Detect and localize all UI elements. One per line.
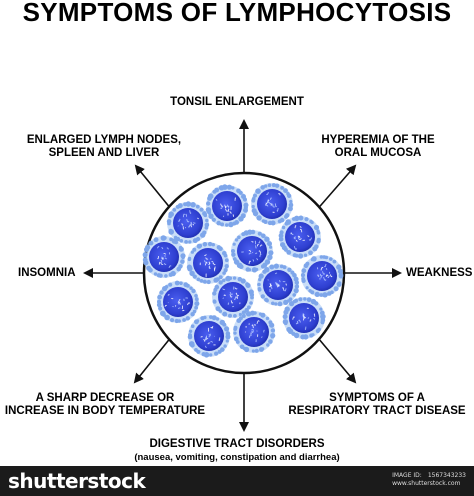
symptom-top: TONSIL ENLARGEMENT [170,96,304,108]
symptom-right: WEAKNESS [406,267,473,279]
lymphocyte-cell [231,229,274,273]
symptom-top-right-line1: HYPEREMIA OF THE [321,134,435,146]
symptom-bottom-left-line2: INCREASE IN BODY TEMPERATURE [4,405,206,417]
site-url: www.shutterstock.com [392,480,461,487]
symptom-top-left-line1: ENLARGED LYMPH NODES, [26,134,182,146]
symptom-bottom-left-line1: A SHARP DECREASE OR [35,392,175,404]
symptom-bottom-right-line2: RESPIRATORY TRACT DISEASE [288,405,466,417]
lymphocyte-cell [166,201,210,244]
symptom-top-left-line2: SPLEEN AND LIVER [48,147,160,159]
symptom-bottom-label: DIGESTIVE TRACT DISORDERS [149,438,325,450]
lymphocyte-cell [205,184,249,228]
symptom-bottom-sub: (nausea, vomiting, constipation and diar… [134,452,340,463]
lymphocyte-cell [233,310,276,353]
image-id-value: 1567343233 [427,472,466,479]
symptom-bottom-left: A SHARP DECREASE OR INCREASE IN BODY TEM… [0,392,210,418]
symptom-top-right: HYPEREMIA OF THE ORAL MUCOSA [298,134,458,160]
image-id-label: IMAGE ID: [392,472,422,479]
page-title: SYMPTOMS OF LYMPHOCYTOSIS [22,0,452,27]
symptom-top-right-line2: ORAL MUCOSA [334,147,422,159]
lymphocyte-cell [300,255,344,298]
lymphocyte-cell [251,183,294,226]
lymphocyte-cell [282,297,326,340]
lymphocyte-cells [142,183,344,358]
lymphocyte-cell [278,215,321,259]
stock-footer-bar: shutterstock IMAGE ID: 1567343233 www.sh… [0,466,474,496]
lymphocyte-cell [156,280,200,324]
symptom-bottom-right-line1: SYMPTOMS OF A [329,392,425,404]
symptom-left: INSOMNIA [18,267,76,279]
symptom-bottom: DIGESTIVE TRACT DISORDERS (nausea, vomit… [0,438,474,464]
lymphocyte-cell [257,263,300,307]
lymphocyte-cell [187,315,231,358]
lymphocyte-cell [186,241,229,285]
shutterstock-logo: shutterstock [8,469,146,493]
symptom-top-left: ENLARGED LYMPH NODES, SPLEEN AND LIVER [14,134,194,160]
image-meta: IMAGE ID: 1567343233 www.shutterstock.co… [392,472,466,488]
symptom-bottom-right: SYMPTOMS OF A RESPIRATORY TRACT DISEASE [282,392,472,418]
lymphocyte-cell [142,235,186,278]
lymphocyte-cell [212,275,255,318]
